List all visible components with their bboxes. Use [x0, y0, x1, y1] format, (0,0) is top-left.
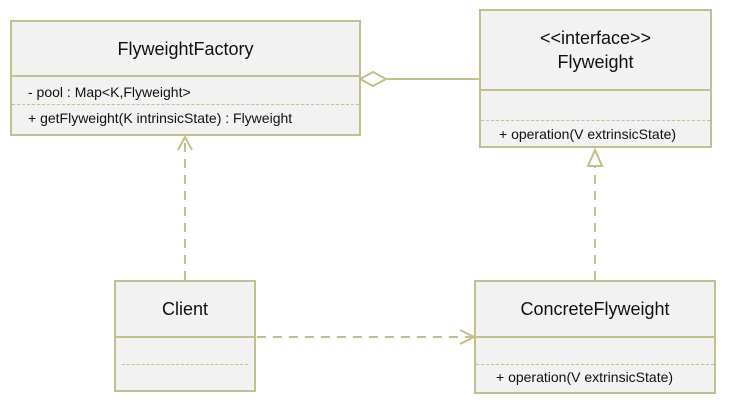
class-client-attributes	[116, 338, 254, 365]
class-concrete-flyweight-operations: + operation(V extrinsicState)	[476, 365, 714, 388]
class-concrete-flyweight-header: ConcreteFlyweight	[476, 282, 714, 338]
class-concrete-flyweight[interactable]: ConcreteFlyweight + operation(V extrinsi…	[474, 280, 716, 394]
operation-row: + getFlyweight(K intrinsicState) : Flywe…	[28, 110, 293, 126]
class-client-header: Client	[116, 282, 254, 338]
class-flyweight-factory[interactable]: FlyweightFactory - pool : Map<K,Flyweigh…	[10, 20, 361, 136]
class-client[interactable]: Client	[114, 280, 256, 392]
realization-triangle	[586, 147, 604, 167]
class-flyweight-factory-operations: + getFlyweight(K intrinsicState) : Flywe…	[12, 105, 359, 129]
attribute-row: - pool : Map<K,Flyweight>	[28, 84, 191, 100]
aggregation-diamond	[357, 70, 389, 88]
operation-row: + operation(V extrinsicState)	[499, 126, 677, 142]
class-flyweight-factory-name: FlyweightFactory	[117, 38, 254, 59]
interface-flyweight-stereotype: <<interface>>	[539, 28, 652, 48]
class-flyweight-factory-attributes: - pool : Map<K,Flyweight>	[12, 77, 359, 105]
class-concrete-flyweight-attributes	[476, 338, 714, 365]
interface-flyweight-attributes	[481, 91, 710, 121]
client-factory-dependency-arrowhead	[177, 134, 193, 151]
interface-flyweight-name: Flyweight	[557, 52, 634, 72]
interface-flyweight-operations: + operation(V extrinsicState)	[481, 121, 710, 145]
interface-flyweight[interactable]: <<interface>> Flyweight + operation(V ex…	[479, 9, 712, 148]
operation-row: + operation(V extrinsicState)	[496, 369, 674, 385]
class-flyweight-factory-header: FlyweightFactory	[12, 22, 359, 77]
interface-flyweight-header: <<interface>> Flyweight	[481, 11, 710, 91]
class-client-name: Client	[161, 299, 209, 319]
class-concrete-flyweight-name: ConcreteFlyweight	[520, 299, 670, 319]
